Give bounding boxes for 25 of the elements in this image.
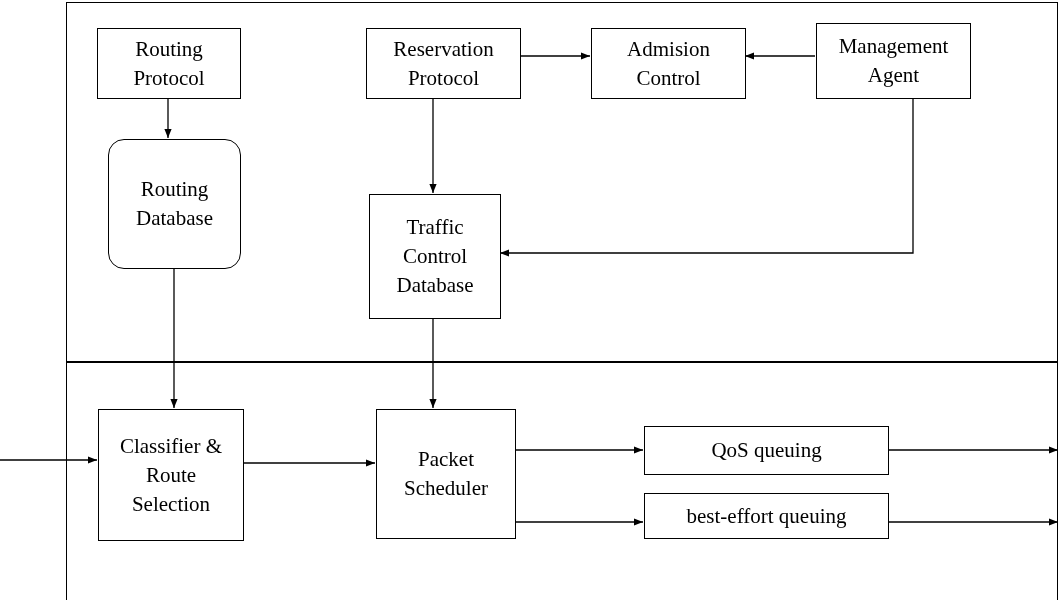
arrow bbox=[887, 446, 1059, 454]
arrow bbox=[242, 459, 376, 467]
process-box: Routing Protocol bbox=[97, 28, 241, 99]
process-box: Classifier & Route Selection bbox=[98, 409, 244, 541]
panel-region bbox=[66, 2, 1058, 362]
arrow bbox=[744, 52, 816, 60]
process-box: Management Agent bbox=[816, 23, 971, 99]
panel-region bbox=[66, 362, 1058, 600]
process-box: Traffic Control Database bbox=[369, 194, 501, 319]
rounded-box: Routing Database bbox=[108, 139, 241, 269]
process-box: Admision Control bbox=[591, 28, 746, 99]
arrow bbox=[164, 97, 172, 139]
arrow bbox=[519, 52, 591, 60]
arrow bbox=[514, 518, 644, 526]
process-box: Packet Scheduler bbox=[376, 409, 516, 539]
process-box: Reservation Protocol bbox=[366, 28, 521, 99]
arrow bbox=[429, 317, 437, 409]
process-box: best-effort queuing bbox=[644, 493, 889, 539]
arrow bbox=[0, 456, 98, 464]
process-box: QoS queuing bbox=[644, 426, 889, 475]
arrow bbox=[429, 97, 437, 194]
arrow bbox=[514, 446, 644, 454]
arrow bbox=[499, 97, 914, 257]
arrow bbox=[170, 267, 178, 409]
arrow bbox=[887, 518, 1059, 526]
